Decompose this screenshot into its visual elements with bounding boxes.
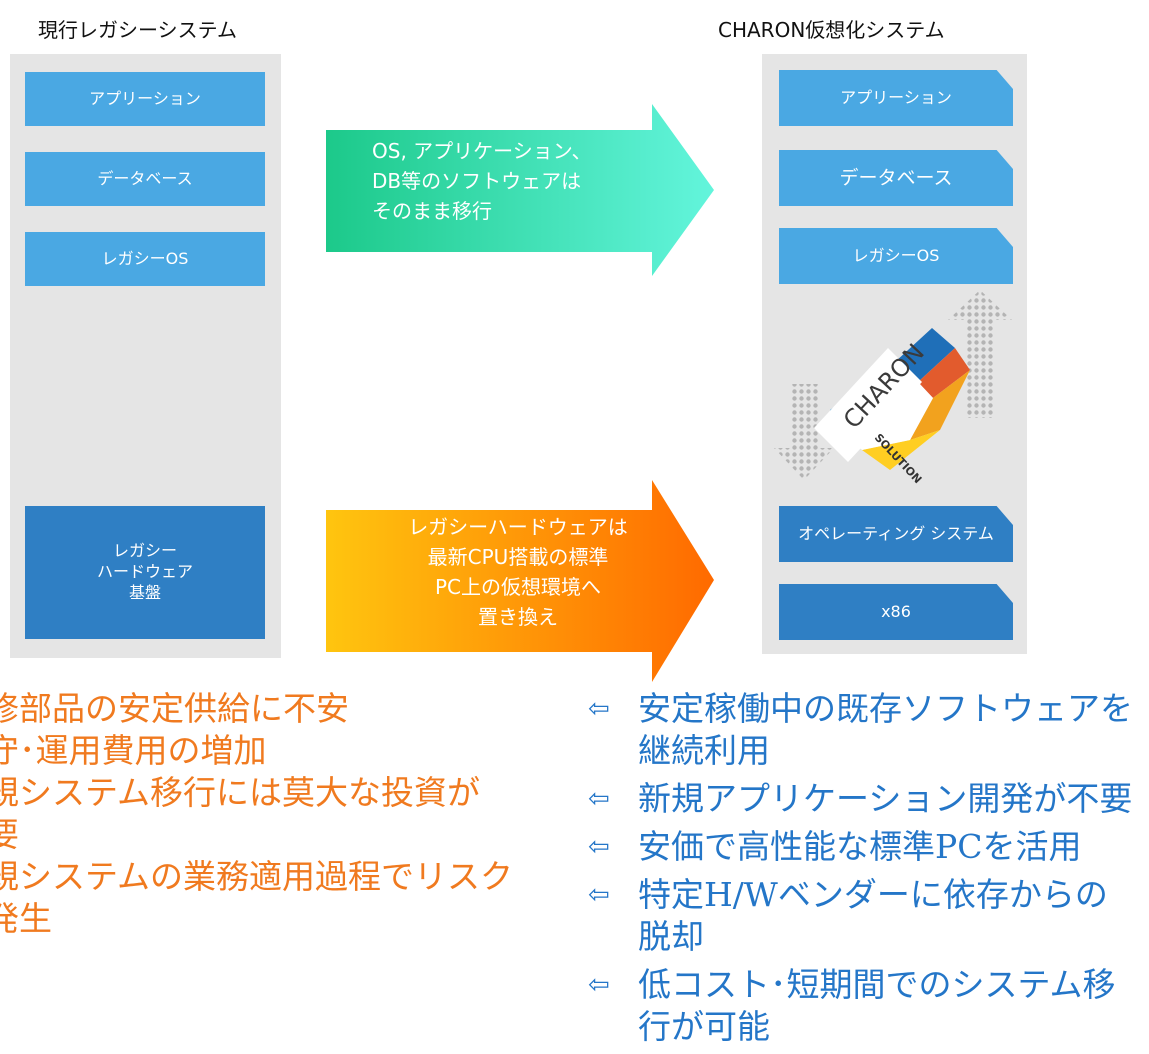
- right-layer-legacy-os: レガシーOS: [779, 228, 1013, 284]
- right-layer-database: データベース: [779, 150, 1013, 206]
- arrow-bullet-icon: ⇦: [588, 832, 610, 862]
- benefit-item: ⇦ 特定H/Wベンダーに依存からの 脱却: [588, 874, 1148, 958]
- benefit-item: ⇦ 新規アプリケーション開発が不要: [588, 778, 1148, 820]
- issue-item: 修部品の安定供給に不安: [0, 689, 349, 728]
- left-system-panel: アプリーション データベース レガシーOS レガシー ハードウェア 基盤: [10, 54, 281, 658]
- left-layer-database-label: データベース: [97, 168, 193, 188]
- left-layer-legacy-os-label: レガシーOS: [101, 248, 189, 268]
- arrow-bullet-icon: ⇦: [588, 880, 610, 910]
- issue-item: 規システム移行には莫大な投資が 要: [0, 773, 481, 854]
- benefit-item: ⇦ 低コスト･短期間でのシステム移 行が可能: [588, 964, 1148, 1048]
- charon-benefits-list: ⇦ 安定稼働中の既存ソフトウェアを 継続利用 ⇦ 新規アプリケーション開発が不要 ⇦…: [588, 688, 1148, 1054]
- benefit-text: 安価で高性能な標準PCを活用: [638, 827, 1082, 866]
- hardware-replacement-arrow: [326, 480, 714, 682]
- charon-solution-logo: CHARON SOLUTION: [774, 290, 1012, 486]
- software-arrow-shape: [326, 104, 714, 276]
- left-system-title: 現行レガシーシステム: [38, 18, 237, 42]
- benefit-text: 新規アプリケーション開発が不要: [638, 779, 1133, 818]
- hardware-arrow-shape: [326, 480, 714, 682]
- benefit-item: ⇦ 安定稼働中の既存ソフトウェアを 継続利用: [588, 688, 1148, 772]
- right-layer-operating-system: オペレーティング システム: [779, 506, 1013, 562]
- issue-item: 規システムの業務適用過程でリスク 発生: [0, 857, 514, 938]
- left-layer-legacy-os: レガシーOS: [25, 232, 265, 286]
- dotted-down-arrow: [774, 384, 834, 480]
- benefit-item: ⇦ 安価で高性能な標準PCを活用: [588, 826, 1148, 868]
- left-layer-application: アプリーション: [25, 72, 265, 126]
- hardware-arrow-text: レガシーハードウェアは 最新CPU搭載の標準 PC上の仮想環境へ 置き換え: [408, 515, 628, 629]
- benefit-text: 安定稼働中の既存ソフトウェアを 継続利用: [638, 689, 1133, 770]
- issue-item: 守･運用費用の増加: [0, 731, 267, 770]
- right-layer-application-label: アプリーション: [840, 87, 952, 107]
- right-layer-legacy-os-label: レガシーOS: [852, 245, 940, 265]
- left-layer-application-label: アプリーション: [89, 88, 201, 108]
- left-layer-database: データベース: [25, 152, 265, 206]
- right-layer-x86-label: x86: [881, 601, 911, 621]
- arrow-bullet-icon: ⇦: [588, 694, 610, 724]
- right-system-title: CHARON仮想化システム: [718, 18, 945, 42]
- left-layer-legacy-hardware: レガシー ハードウェア 基盤: [25, 506, 265, 639]
- right-system-panel: アプリーション データベース レガシーOS CHARON SOLUTI: [762, 54, 1027, 654]
- software-arrow-text: OS, アプリケーション、 DB等のソフトウェアは そのまま移行: [372, 139, 592, 223]
- arrow-bullet-icon: ⇦: [588, 784, 610, 814]
- benefit-text: 低コスト･短期間でのシステム移 行が可能: [638, 965, 1116, 1046]
- software-migration-arrow: [326, 104, 714, 276]
- right-layer-operating-system-label: オペレーティング システム: [798, 523, 994, 543]
- right-layer-x86: x86: [779, 584, 1013, 640]
- legacy-issues-list: 修部品の安定供給に不安 守･運用費用の増加 規システム移行には莫大な投資が 要 …: [0, 688, 546, 940]
- arrow-bullet-icon: ⇦: [588, 970, 610, 1000]
- dotted-up-arrow: [948, 290, 1012, 418]
- benefit-text: 特定H/Wベンダーに依存からの 脱却: [638, 875, 1108, 956]
- left-layer-legacy-hardware-label: レガシー ハードウェア 基盤: [96, 541, 193, 602]
- right-layer-database-label: データベース: [839, 166, 953, 189]
- right-layer-application: アプリーション: [779, 70, 1013, 126]
